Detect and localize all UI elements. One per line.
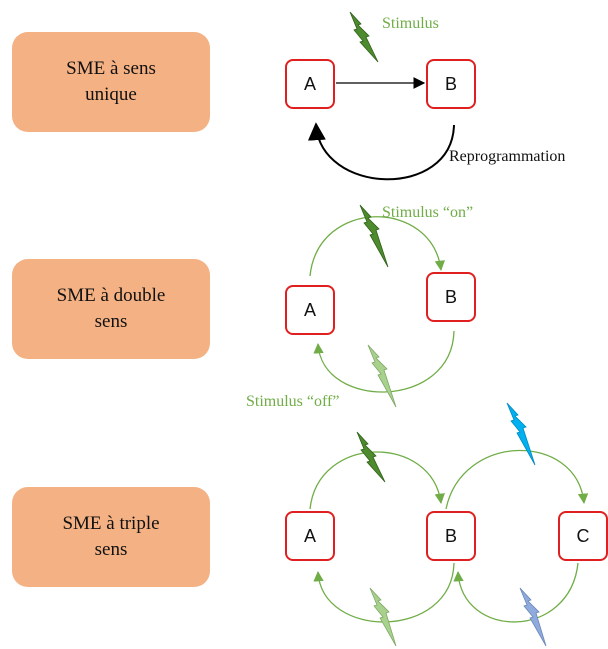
arrow-c-to-b-backward <box>453 562 579 623</box>
arrow-off-b-to-a <box>313 330 455 393</box>
reprogramming-label: Reprogrammation <box>449 148 566 165</box>
row-label-line: SME à sens <box>66 58 156 79</box>
state-a: A <box>285 511 335 561</box>
state-b: B <box>426 272 476 322</box>
state-b: B <box>426 511 476 561</box>
row-label-line: sens <box>94 539 128 560</box>
lightning-bolt-icon <box>349 11 379 63</box>
reprogramming-arrow <box>307 122 455 181</box>
row-label-line: unique <box>85 84 137 105</box>
lightning-bolt-icon <box>369 587 397 647</box>
lightning-bolt-icon <box>519 587 547 647</box>
arrow-a-to-b-forward <box>309 451 445 510</box>
lightning-bolt-icon <box>367 344 397 408</box>
row-label-one-way: SME à sens unique <box>12 32 210 132</box>
arrow-on-a-to-b <box>309 216 445 277</box>
lightning-bolt-icon <box>506 402 536 466</box>
row-label-line: SME à triple <box>62 513 160 534</box>
state-a: A <box>285 59 335 109</box>
stimulus-on-label: Stimulus “on” <box>382 204 474 221</box>
state-c: C <box>558 511 608 561</box>
state-b: B <box>426 59 476 109</box>
row-label-line: sens <box>94 311 128 332</box>
row-label-three-way: SME à triple sens <box>12 487 210 587</box>
lightning-bolt-icon <box>356 431 386 483</box>
row-label-two-way: SME à double sens <box>12 259 210 359</box>
row-label-line: SME à double <box>56 285 166 306</box>
state-a: A <box>285 285 335 335</box>
lightning-bolt-icon <box>359 204 389 268</box>
stimulus-label: Stimulus <box>382 15 439 32</box>
arrow-b-to-c-forward <box>445 449 589 510</box>
stimulus-off-label: Stimulus “off” <box>246 393 340 410</box>
